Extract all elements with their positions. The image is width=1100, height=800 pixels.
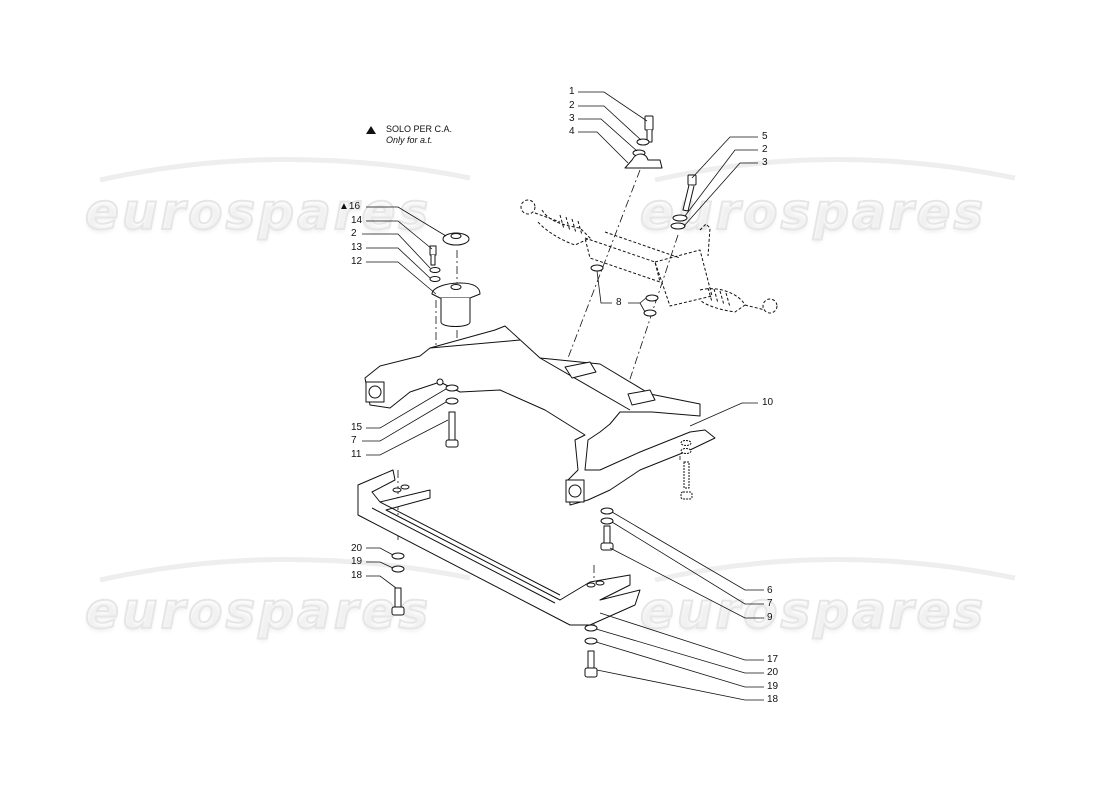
note-italian: SOLO PER C.A. [386,124,453,134]
callout-5[interactable]: 5 [762,131,768,142]
callout-2[interactable]: 2 [351,228,357,239]
callout-20[interactable]: 20 [351,543,363,554]
callout-14[interactable]: 14 [351,215,363,226]
callout-7[interactable]: 7 [767,598,773,609]
callout-9[interactable]: 9 [767,612,773,623]
callout-1[interactable]: 1 [569,86,575,97]
triangle-marker-icon [366,126,376,134]
callout-11[interactable]: 11 [351,449,362,460]
callout-19[interactable]: 19 [767,681,779,692]
watermark: eurospares [639,581,987,641]
callout-3[interactable]: 3 [569,113,575,124]
front-crossmember [364,325,716,506]
engine-mount [429,232,481,327]
callout-4[interactable]: 4 [569,126,575,137]
steering-rack [520,199,778,314]
callout-17[interactable]: 17 [767,654,779,665]
callout-2[interactable]: 2 [569,100,575,111]
callout-16[interactable]: ▲16 [339,201,361,212]
rack-bolt-stack [670,174,697,230]
callout-10[interactable]: 10 [762,397,774,408]
watermark: eurospares [84,581,432,641]
watermark: eurospares [84,182,432,242]
callout-8[interactable]: 8 [616,297,622,308]
callout-6[interactable]: 6 [767,585,773,596]
callout-18[interactable]: 18 [351,570,363,581]
callout-13[interactable]: 13 [351,242,363,253]
callout-2[interactable]: 2 [762,144,768,155]
clamp-bolt-stack [624,115,663,169]
callout-3[interactable]: 3 [762,157,768,168]
leader-lines [362,91,764,701]
callout-20[interactable]: 20 [767,667,779,678]
callout-7[interactable]: 7 [351,435,357,446]
callout-19[interactable]: 19 [351,556,363,567]
callout-18[interactable]: 18 [767,694,779,705]
callout-15[interactable]: 15 [351,422,363,433]
callout-12[interactable]: 12 [351,256,363,267]
note-english: Only for a.t. [386,135,433,145]
